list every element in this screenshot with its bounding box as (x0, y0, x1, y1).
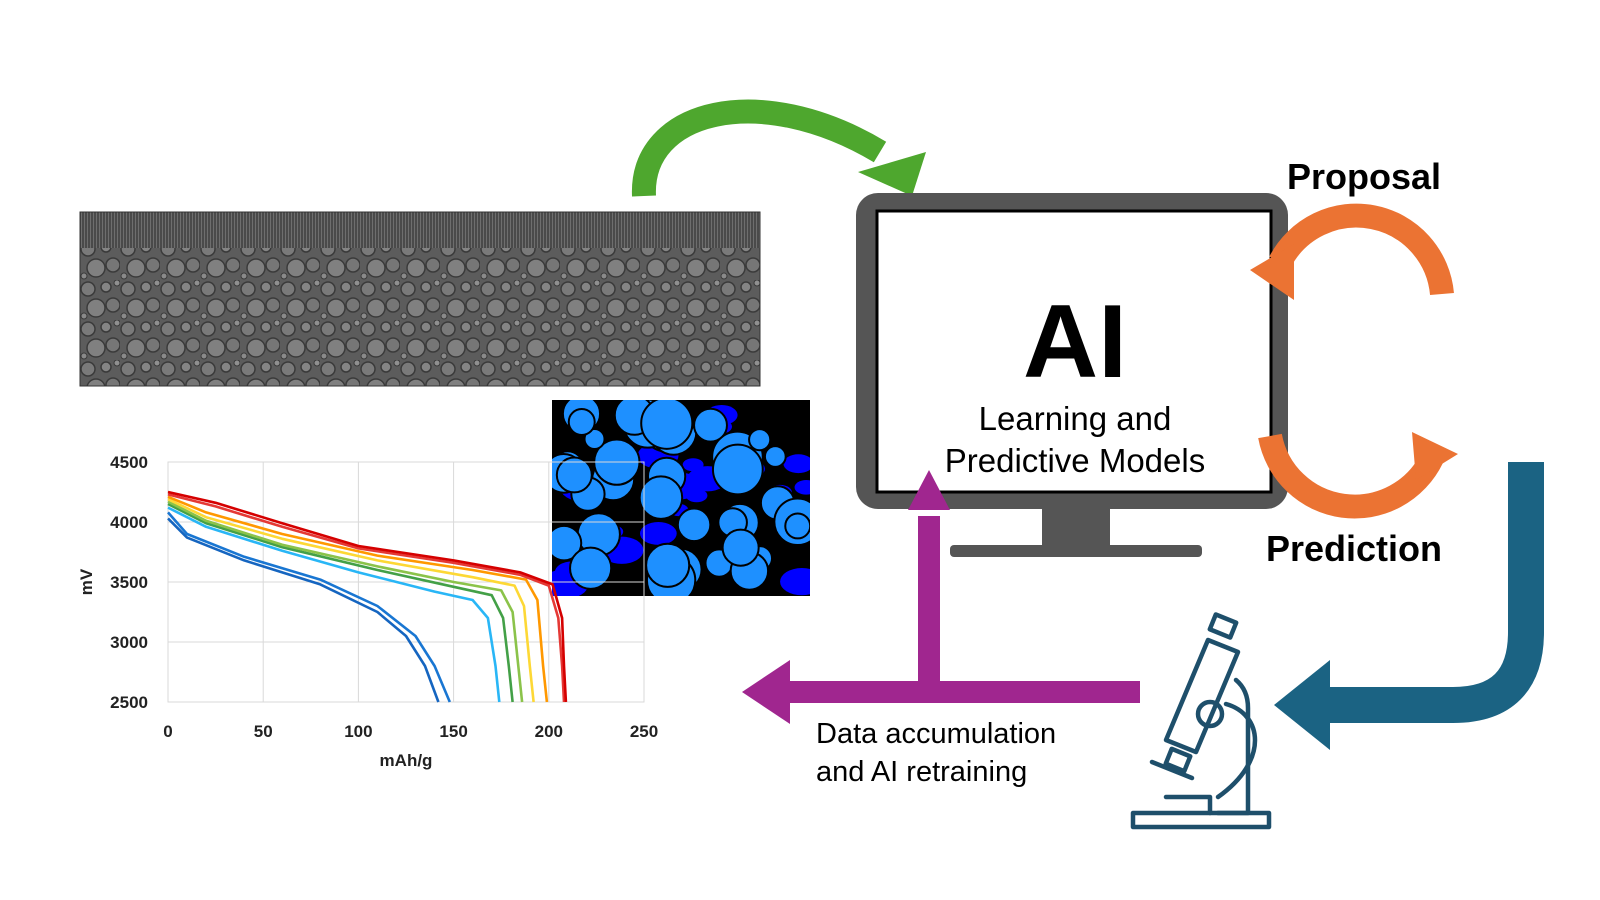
chart-y-axis-label: mV (77, 568, 96, 595)
chart-series-line (167, 495, 549, 703)
ai-subtitle-line-2: Predictive Models (944, 442, 1206, 479)
ai-subtitle-line-1: Learning and (978, 400, 1172, 437)
green-arrow (631, 99, 926, 197)
chart-x-axis-label: mAh/g (380, 751, 433, 770)
proposal-prediction-cycle (1250, 203, 1458, 519)
chart-x-tick-label: 50 (254, 722, 273, 741)
chart-y-tick-label: 4000 (110, 513, 148, 532)
microscope-icon (1130, 612, 1272, 830)
ai-title: AI (1023, 284, 1127, 400)
data-accumulation-line-1: Data accumulation (816, 718, 1057, 750)
chart-series-line (167, 493, 566, 703)
discharge-curve-chart: 0 50 100 150 200 250 2500 3000 3500 4000 4500 mAh/g… (77, 453, 658, 770)
chart-x-tick-label: 200 (535, 722, 563, 741)
segmentation-image (552, 400, 810, 596)
computer-monitor-icon (856, 193, 1288, 557)
chart-plot-area (167, 461, 645, 703)
chart-x-tick-label: 150 (439, 722, 467, 741)
chart-y-tick-label: 2500 (110, 693, 148, 712)
data-accumulation-line-2: and AI retraining (816, 756, 1028, 788)
chart-series-line (167, 517, 440, 703)
chart-series-line (167, 498, 535, 703)
teal-arrow (1274, 462, 1544, 750)
sem-micrograph (79, 211, 761, 387)
chart-series-line (167, 511, 451, 703)
prediction-label: Prediction (1266, 528, 1443, 569)
chart-x-tick-label: 250 (630, 722, 658, 741)
chart-y-tick-label: 3000 (110, 633, 148, 652)
chart-x-tick-label: 100 (344, 722, 372, 741)
chart-series-line (167, 490, 568, 703)
proposal-label: Proposal (1287, 156, 1442, 197)
chart-series-line (167, 506, 501, 703)
data-accumulation-text: Data accumulation and AI retraining (816, 715, 1056, 791)
chart-series-line (167, 500, 524, 703)
ai-subtitle: Learning and Predictive Models (880, 398, 1270, 482)
chart-y-tick-label: 4500 (110, 453, 148, 472)
chart-y-tick-label: 3500 (110, 573, 148, 592)
purple-feedback-arrows (742, 470, 1140, 724)
chart-x-tick-label: 0 (163, 722, 172, 741)
chart-series-line (167, 502, 514, 703)
